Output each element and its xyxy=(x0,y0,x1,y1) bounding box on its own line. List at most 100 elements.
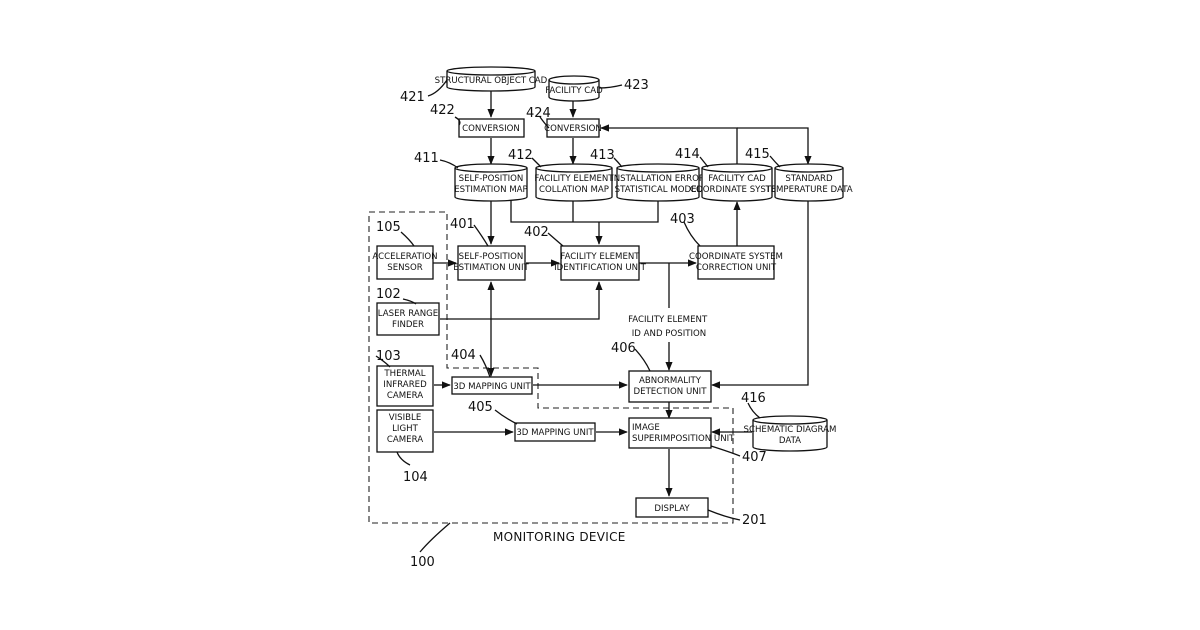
ref-102: 102 xyxy=(376,287,401,302)
facility-element-collation-map-db: FACILITY ELEMENTCOLLATION MAP xyxy=(534,164,614,201)
visible-line3: CAMERA xyxy=(387,435,423,445)
structural-object-cad-db: STRUCTURAL OBJECT CAD xyxy=(435,67,548,91)
ref-405: 405 xyxy=(468,400,493,415)
schematic-line1: SCHEMATIC DIAGRAM xyxy=(744,425,837,435)
thermal-line1: THERMAL xyxy=(383,369,425,379)
svg-text:CONVERSION: CONVERSION xyxy=(462,124,520,134)
superimposition-line2: SUPERIMPOSITION UNIT xyxy=(632,434,735,444)
accel-line1: ACCELERATION xyxy=(372,252,437,262)
svg-text:FACILITY ELEMENTCOLLATION MAP: FACILITY ELEMENTCOLLATION MAP xyxy=(534,174,614,195)
mapping-405-box: 3D MAPPING UNIT xyxy=(515,423,595,441)
svg-text:STRUCTURAL OBJECT CAD: STRUCTURAL OBJECT CAD xyxy=(435,76,548,86)
identification-line1: FACILITY ELEMENT xyxy=(560,252,640,262)
mapping-404-label: 3D MAPPING UNIT xyxy=(453,382,531,392)
laser-line2: FINDER xyxy=(392,320,424,330)
install-error-line1: INSTALLATION ERROR xyxy=(611,174,705,184)
ref-424: 424 xyxy=(526,106,551,121)
coordinate-system-correction-unit-box: COORDINATE SYSTEMCORRECTION UNIT xyxy=(689,246,783,279)
svg-text:COORDINATE SYSTEMCORRECTION UN: COORDINATE SYSTEMCORRECTION UNIT xyxy=(689,252,783,273)
svg-text:FACILITY CAD: FACILITY CAD xyxy=(545,86,603,96)
conversion-422-box: CONVERSION xyxy=(459,119,524,137)
thermal-line2: INFRARED xyxy=(383,380,427,390)
ref-412: 412 xyxy=(508,148,533,163)
installation-error-model-db: INSTALLATION ERRORSTATISTICAL MODEL xyxy=(611,164,705,201)
accel-line2: SENSOR xyxy=(387,263,423,273)
facility-cad-coord-line1: FACILITY CAD xyxy=(708,174,766,184)
ref-407: 407 xyxy=(742,450,767,465)
ref-404: 404 xyxy=(451,348,476,363)
abnormality-detection-unit-box: ABNORMALITYDETECTION UNIT xyxy=(629,371,711,402)
conversion-424-box: CONVERSION xyxy=(544,119,602,137)
structural-object-cad-label: STRUCTURAL OBJECT CAD xyxy=(435,76,548,86)
facility-cad-label: FACILITY CAD xyxy=(545,86,603,96)
svg-text:ABNORMALITYDETECTION UNIT: ABNORMALITYDETECTION UNIT xyxy=(634,376,708,397)
laser-line1: LASER RANGE xyxy=(378,309,438,319)
facility-cad-db: FACILITY CAD xyxy=(545,76,603,101)
ref-201: 201 xyxy=(742,513,767,528)
schematic-line2: DATA xyxy=(779,436,801,446)
schematic-diagram-data-db: SCHEMATIC DIAGRAMDATA xyxy=(744,416,837,451)
svg-text:3D MAPPING UNIT: 3D MAPPING UNIT xyxy=(516,428,594,438)
facility-id-caption-line2: ID AND POSITION xyxy=(632,329,706,339)
conversion-424-label: CONVERSION xyxy=(544,124,602,134)
conversion-422-label: CONVERSION xyxy=(462,124,520,134)
visible-line2: LIGHT xyxy=(392,424,418,434)
facility-cad-coordinate-system-db: FACILITY CADCOORDINATE SYSTEM xyxy=(690,164,784,201)
ref-423: 423 xyxy=(624,78,649,93)
ref-414: 414 xyxy=(675,147,700,162)
identification-line2: IDENTIFICATION UNIT xyxy=(554,263,646,273)
display-box: DISPLAY xyxy=(636,498,708,517)
thermal-infrared-camera-box: THERMALINFRAREDCAMERA xyxy=(377,366,433,406)
ref-413: 413 xyxy=(590,148,615,163)
self-position-unit-line1: SELF-POSITION xyxy=(459,252,524,262)
ref-100: 100 xyxy=(410,555,435,570)
self-position-estimation-unit-box: SELF-POSITIONESTIMATION UNIT xyxy=(453,246,529,280)
facility-element-identification-unit-box: FACILITY ELEMENTIDENTIFICATION UNIT xyxy=(554,246,646,280)
svg-text:3D MAPPING UNIT: 3D MAPPING UNIT xyxy=(453,382,531,392)
std-temp-line2: TEMPERATURE DATA xyxy=(764,185,852,195)
collation-map-line1: FACILITY ELEMENT xyxy=(534,174,614,184)
ref-411: 411 xyxy=(414,151,439,166)
ref-402: 402 xyxy=(524,225,549,240)
coord-correction-line1: COORDINATE SYSTEM xyxy=(689,252,783,262)
mapping-405-label: 3D MAPPING UNIT xyxy=(516,428,594,438)
ref-105: 105 xyxy=(376,220,401,235)
thermal-line3: CAMERA xyxy=(387,391,423,401)
ref-103: 103 xyxy=(376,349,401,364)
ref-104: 104 xyxy=(403,470,428,485)
facility-id-caption-line1: FACILITY ELEMENT xyxy=(628,315,708,325)
mapping-404-box: 3D MAPPING UNIT xyxy=(452,377,532,394)
ref-406: 406 xyxy=(611,341,636,356)
ref-421: 421 xyxy=(400,90,425,105)
ref-422: 422 xyxy=(430,103,455,118)
svg-text:SELF-POSITIONESTIMATION MAP: SELF-POSITIONESTIMATION MAP xyxy=(454,174,527,195)
abnormality-line2: DETECTION UNIT xyxy=(634,387,708,397)
ref-415: 415 xyxy=(745,147,770,162)
self-position-map-line1: SELF-POSITION xyxy=(459,174,524,184)
svg-text:VISIBLELIGHTCAMERA: VISIBLELIGHTCAMERA xyxy=(387,413,423,445)
superimposition-line1: IMAGE xyxy=(632,423,660,433)
std-temp-line1: STANDARD xyxy=(785,174,833,184)
laser-range-finder-box: LASER RANGEFINDER xyxy=(377,303,439,335)
visible-line1: VISIBLE xyxy=(389,413,422,423)
facility-element-id-caption: FACILITY ELEMENT ID AND POSITION xyxy=(628,315,710,339)
svg-text:CONVERSION: CONVERSION xyxy=(544,124,602,134)
image-superimposition-unit-box: IMAGESUPERIMPOSITION UNIT xyxy=(629,418,735,448)
ref-403: 403 xyxy=(670,212,695,227)
collation-map-line2: COLLATION MAP xyxy=(539,185,609,195)
svg-text:DISPLAY: DISPLAY xyxy=(654,504,690,514)
display-label: DISPLAY xyxy=(654,504,690,514)
coord-correction-line2: CORRECTION UNIT xyxy=(696,263,777,273)
acceleration-sensor-box: ACCELERATIONSENSOR xyxy=(372,246,437,279)
abnormality-line1: ABNORMALITY xyxy=(639,376,702,386)
ref-401: 401 xyxy=(450,217,475,232)
svg-text:SELF-POSITIONESTIMATION UNIT: SELF-POSITIONESTIMATION UNIT xyxy=(453,252,529,273)
svg-text:THERMALINFRAREDCAMERA: THERMALINFRAREDCAMERA xyxy=(383,369,427,401)
install-error-line2: STATISTICAL MODEL xyxy=(615,185,702,195)
self-position-map-line2: ESTIMATION MAP xyxy=(454,185,527,195)
monitoring-device-caption: MONITORING DEVICE xyxy=(493,530,626,544)
ref-416: 416 xyxy=(741,391,766,406)
self-position-estimation-map-db: SELF-POSITIONESTIMATION MAP xyxy=(454,164,527,201)
visible-light-camera-box: VISIBLELIGHTCAMERA xyxy=(377,410,433,452)
